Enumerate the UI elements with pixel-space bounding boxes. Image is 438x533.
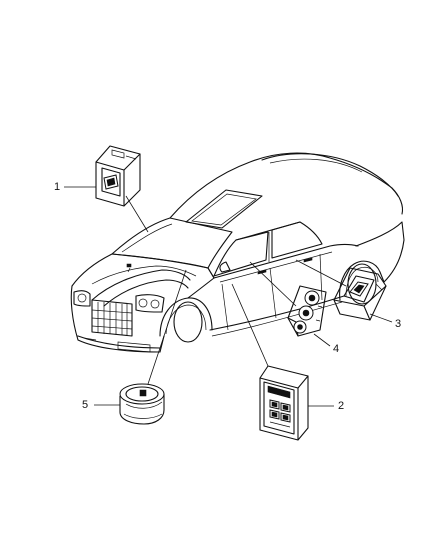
callout-1: 1 <box>54 181 61 193</box>
master-window-switch-icon <box>259 365 309 441</box>
heated-seat-switch-icon <box>287 285 327 337</box>
callout-2: 2 <box>338 400 345 412</box>
single-window-switch-icon <box>95 145 141 207</box>
callout-3: 3 <box>395 318 402 330</box>
rear-window-switch-icon <box>333 267 387 321</box>
car-body-illustration <box>70 152 405 353</box>
round-switch-icon <box>119 383 165 425</box>
callout-5: 5 <box>82 399 89 411</box>
leader-lines <box>64 186 393 407</box>
callout-4: 4 <box>333 343 340 355</box>
